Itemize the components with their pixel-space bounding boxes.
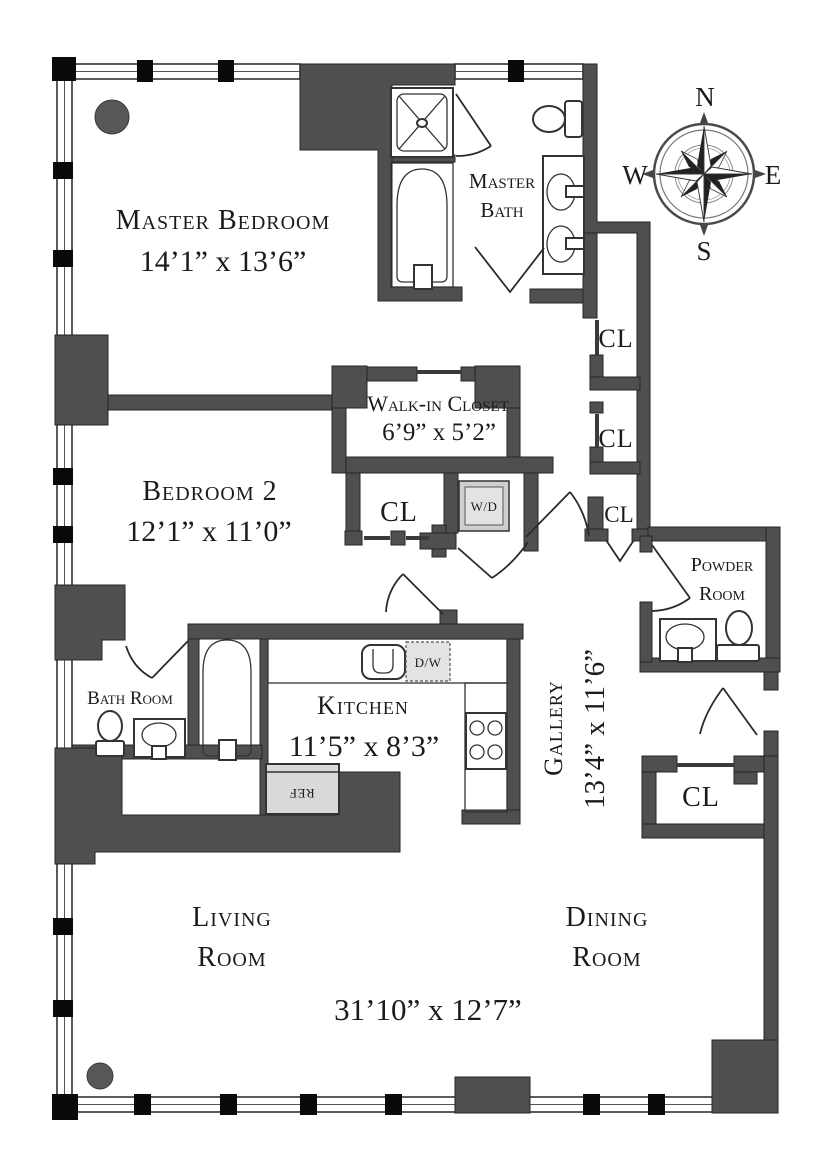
master-bathtub-icon — [390, 162, 454, 290]
gallery-dims: 13’4” x 11’6” — [579, 649, 611, 809]
compass-cardinal-points — [642, 112, 766, 236]
bath-room-label: Bath Room — [87, 688, 173, 709]
walk-in-closet-dims: 6’9” x 5’2” — [382, 419, 496, 446]
compass-diagonal-points — [680, 150, 728, 198]
living-room-label-line2: Room — [197, 942, 266, 973]
bathroom-toilet-icon — [95, 710, 125, 757]
dining-room-label-line1: Dining — [566, 902, 649, 933]
master-bath-fixtures — [390, 87, 585, 290]
bath-room-fixtures — [95, 639, 252, 761]
window-walls — [52, 57, 716, 1120]
column-top-left — [94, 99, 130, 135]
door-swings — [125, 93, 758, 736]
window-mullions — [52, 57, 665, 1120]
living-dining-dims: 31’10” x 12’7” — [334, 992, 522, 1027]
kitchen-label: Kitchen — [317, 691, 409, 720]
dining-room-label-line2: Room — [572, 942, 641, 973]
kitchen-sink-icon — [361, 644, 406, 680]
closet-door-lines — [364, 320, 734, 767]
refrigerator-icon: REF — [265, 763, 340, 815]
bedroom-closet-label: CL — [380, 497, 418, 528]
bedroom-2-dims: 12’1” x 11’0” — [126, 515, 292, 548]
master-bedroom-label: Master Bedroom — [116, 205, 331, 236]
washer-dryer-icon: W/D — [458, 480, 510, 532]
master-toilet-icon — [532, 100, 583, 138]
stove-icon — [465, 712, 507, 770]
master-bath-label-line2: Bath — [480, 198, 523, 222]
shower-icon — [390, 87, 454, 158]
kitchen-dims: 11’5” x 8’3” — [289, 730, 440, 763]
powder-room-label-line1: Powder — [691, 554, 754, 576]
bedroom-2-label: Bedroom 2 — [142, 476, 277, 507]
walk-in-closet-label: Walk-in Closet — [367, 391, 509, 416]
bathroom-tub-icon — [202, 639, 252, 761]
kitchen-fixtures: D/W REF — [265, 638, 508, 815]
master-bedroom-dims: 14’1” x 13’6” — [140, 245, 307, 278]
room-labels: Master Bedroom 14’1” x 13’6” Master Bath… — [87, 169, 754, 1027]
compass-west-label: W — [622, 160, 648, 190]
master-bath-label-line1: Master — [469, 169, 535, 193]
refrigerator-label: REF — [289, 786, 314, 801]
hall-closet-3-label: CL — [604, 502, 633, 527]
kitchen-counter — [267, 638, 508, 684]
compass-rose: N E S W — [622, 82, 781, 266]
compass-east-label: E — [765, 160, 782, 190]
dishwasher-label: D/W — [415, 655, 442, 670]
powder-room-label-line2: Room — [699, 583, 746, 605]
powder-sink-icon — [659, 618, 717, 663]
gallery-label: Gallery — [539, 680, 568, 776]
dining-closet-label: CL — [682, 782, 720, 813]
bathroom-sink-icon — [133, 718, 186, 760]
compass-south-label: S — [696, 236, 711, 266]
compass-north-label: N — [695, 82, 715, 112]
washer-dryer-label: W/D — [471, 499, 498, 514]
living-room-label-line1: Living — [192, 902, 272, 933]
powder-toilet-icon — [716, 610, 760, 662]
dishwasher-icon: D/W — [405, 641, 451, 682]
hall-closet-2-label: CL — [598, 424, 633, 453]
powder-room-fixtures — [659, 610, 760, 663]
hall-closet-1-label: CL — [598, 324, 633, 353]
walls — [54, 63, 781, 1114]
double-vanity-icon — [542, 155, 585, 275]
column-bottom-left — [86, 1062, 114, 1090]
